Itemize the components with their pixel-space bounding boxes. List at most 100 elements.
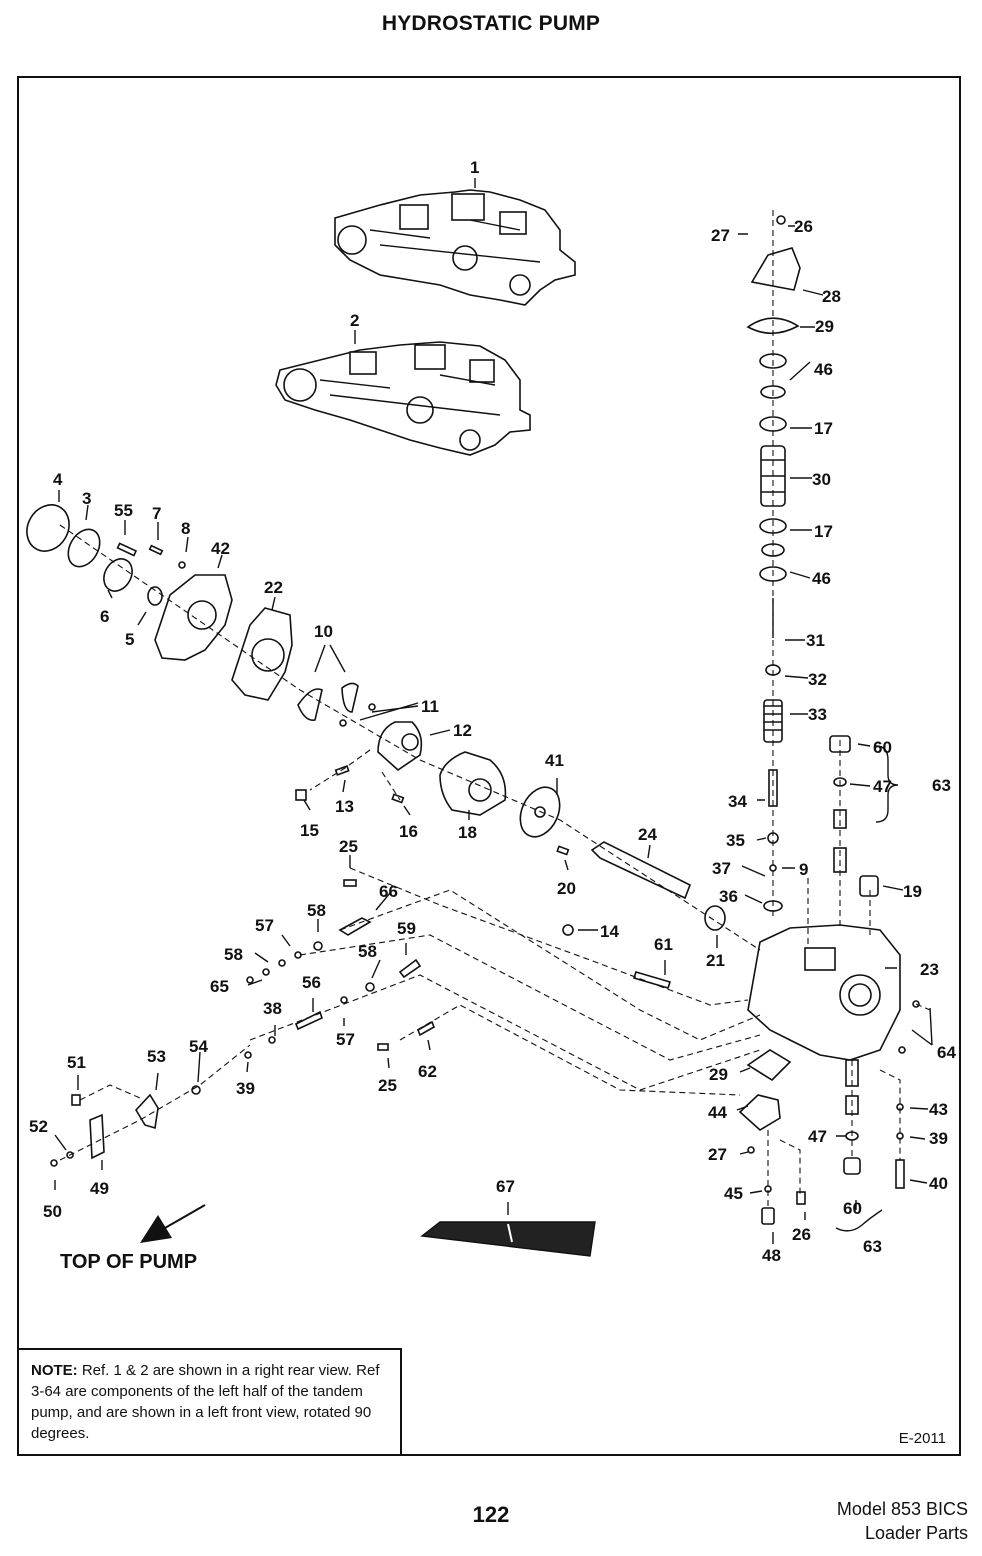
callout-21: 21 <box>706 951 725 970</box>
callout-12: 12 <box>453 721 472 740</box>
callout-6: 6 <box>100 607 109 626</box>
callout-17-upper: 17 <box>814 419 833 438</box>
callout-38: 38 <box>263 999 282 1018</box>
callout-57-upper: 57 <box>255 916 274 935</box>
callout-26-lower: 26 <box>792 1225 811 1244</box>
callout-25-upper: 25 <box>339 837 358 856</box>
top-of-pump-label: TOP OF PUMP <box>60 1251 198 1273</box>
callout-46-lower: 46 <box>812 569 831 588</box>
callout-62: 62 <box>418 1062 437 1081</box>
callout-56: 56 <box>302 973 321 992</box>
callout-16: 16 <box>399 822 418 841</box>
callout-25-lower: 25 <box>378 1076 397 1095</box>
page-title: HYDROSTATIC PUMP <box>381 12 601 35</box>
top-of-pump-arrow <box>140 1204 206 1243</box>
callout-52: 52 <box>29 1117 48 1136</box>
callout-30: 30 <box>812 470 831 489</box>
callout-42: 42 <box>211 539 230 558</box>
callout-47-lower: 47 <box>808 1127 827 1146</box>
note-box: NOTE: Ref. 1 & 2 are shown in a right re… <box>17 1348 402 1456</box>
exploded-chain-upper <box>26 504 570 887</box>
callout-41: 41 <box>545 751 564 770</box>
callout-54: 54 <box>189 1037 208 1056</box>
footer-model-info: Model 853 BICS Loader Parts <box>837 1497 968 1545</box>
callout-67: 67 <box>496 1177 515 1196</box>
callout-23: 23 <box>920 960 939 979</box>
diagram-frame <box>17 76 961 1456</box>
footer-model: Model 853 BICS <box>836 1499 968 1519</box>
valve-stack <box>746 215 879 912</box>
note-label: NOTE: <box>31 1362 78 1379</box>
page-number: 122 <box>472 1502 510 1527</box>
callout-57-lower: 57 <box>336 1030 355 1049</box>
callout-50: 50 <box>43 1202 62 1221</box>
callout-63-upper: 63 <box>932 776 951 795</box>
callout-40: 40 <box>929 1174 948 1193</box>
callout-44: 44 <box>708 1103 727 1122</box>
callout-39-left: 39 <box>236 1079 255 1098</box>
callout-15: 15 <box>300 821 319 840</box>
callout-32: 32 <box>808 670 827 689</box>
callout-8: 8 <box>181 519 190 538</box>
callout-60-upper: 60 <box>873 738 892 757</box>
callout-58-a: 58 <box>307 901 326 920</box>
callout-27-lower: 27 <box>708 1145 727 1164</box>
callout-37: 37 <box>712 859 731 878</box>
callout-46-upper: 46 <box>814 360 833 379</box>
callout-31: 31 <box>806 631 825 650</box>
callout-4: 4 <box>53 470 63 489</box>
callout-55: 55 <box>114 501 133 520</box>
callout-3: 3 <box>82 489 91 508</box>
footer-section: Loader Parts <box>864 1523 968 1543</box>
callout-59: 59 <box>397 919 416 938</box>
callout-11: 11 <box>421 697 439 716</box>
callout-27-upper: 27 <box>711 226 730 245</box>
leader-lines <box>54 178 933 1244</box>
callout-34: 34 <box>728 792 747 811</box>
callout-48: 48 <box>762 1246 781 1265</box>
callout-1: 1 <box>470 158 479 177</box>
callout-18: 18 <box>458 823 477 842</box>
callout-14: 14 <box>600 922 619 941</box>
callout-63-lower: 63 <box>863 1237 882 1256</box>
drive-shaft <box>590 841 726 931</box>
assembly-lines <box>59 210 931 1210</box>
callout-39-right: 39 <box>929 1129 948 1148</box>
callout-58-c: 58 <box>358 942 377 961</box>
callout-35: 35 <box>726 831 745 850</box>
callout-2: 2 <box>350 311 359 330</box>
callout-45: 45 <box>724 1184 743 1203</box>
callout-33: 33 <box>808 705 827 724</box>
callout-65: 65 <box>210 977 229 996</box>
pump-assembly-2 <box>275 341 531 456</box>
callout-22: 22 <box>264 578 283 597</box>
callout-60-lower: 60 <box>843 1199 862 1218</box>
callout-13: 13 <box>335 797 354 816</box>
pump-housing <box>738 924 920 1225</box>
callout-43: 43 <box>929 1100 948 1119</box>
callout-7: 7 <box>152 504 161 523</box>
callout-66: 66 <box>379 882 398 901</box>
callout-36: 36 <box>719 887 738 906</box>
callout-51: 51 <box>67 1053 86 1072</box>
callout-29-upper: 29 <box>815 317 834 336</box>
note-text: Ref. 1 & 2 are shown in a right rear vie… <box>31 1362 380 1442</box>
callout-53: 53 <box>147 1047 166 1066</box>
callout-61: 61 <box>654 935 673 954</box>
callout-49: 49 <box>90 1179 109 1198</box>
service-manual <box>420 1221 596 1257</box>
callout-20: 20 <box>557 879 576 898</box>
drawing-code: E-2011 <box>898 1430 946 1447</box>
callout-24: 24 <box>638 825 657 844</box>
callout-9: 9 <box>799 860 808 879</box>
callout-29-lower: 29 <box>709 1065 728 1084</box>
callout-28: 28 <box>822 287 841 306</box>
callout-17-lower: 17 <box>814 522 833 541</box>
exploded-chain-lower <box>50 917 672 1167</box>
callout-5: 5 <box>125 630 134 649</box>
callout-64: 64 <box>937 1043 956 1062</box>
callout-47-upper: 47 <box>873 777 892 796</box>
callout-26-upper: 26 <box>794 217 813 236</box>
callout-labels: 1 2 4 3 55 7 8 42 6 5 22 10 11 12 41 13 … <box>29 158 956 1265</box>
